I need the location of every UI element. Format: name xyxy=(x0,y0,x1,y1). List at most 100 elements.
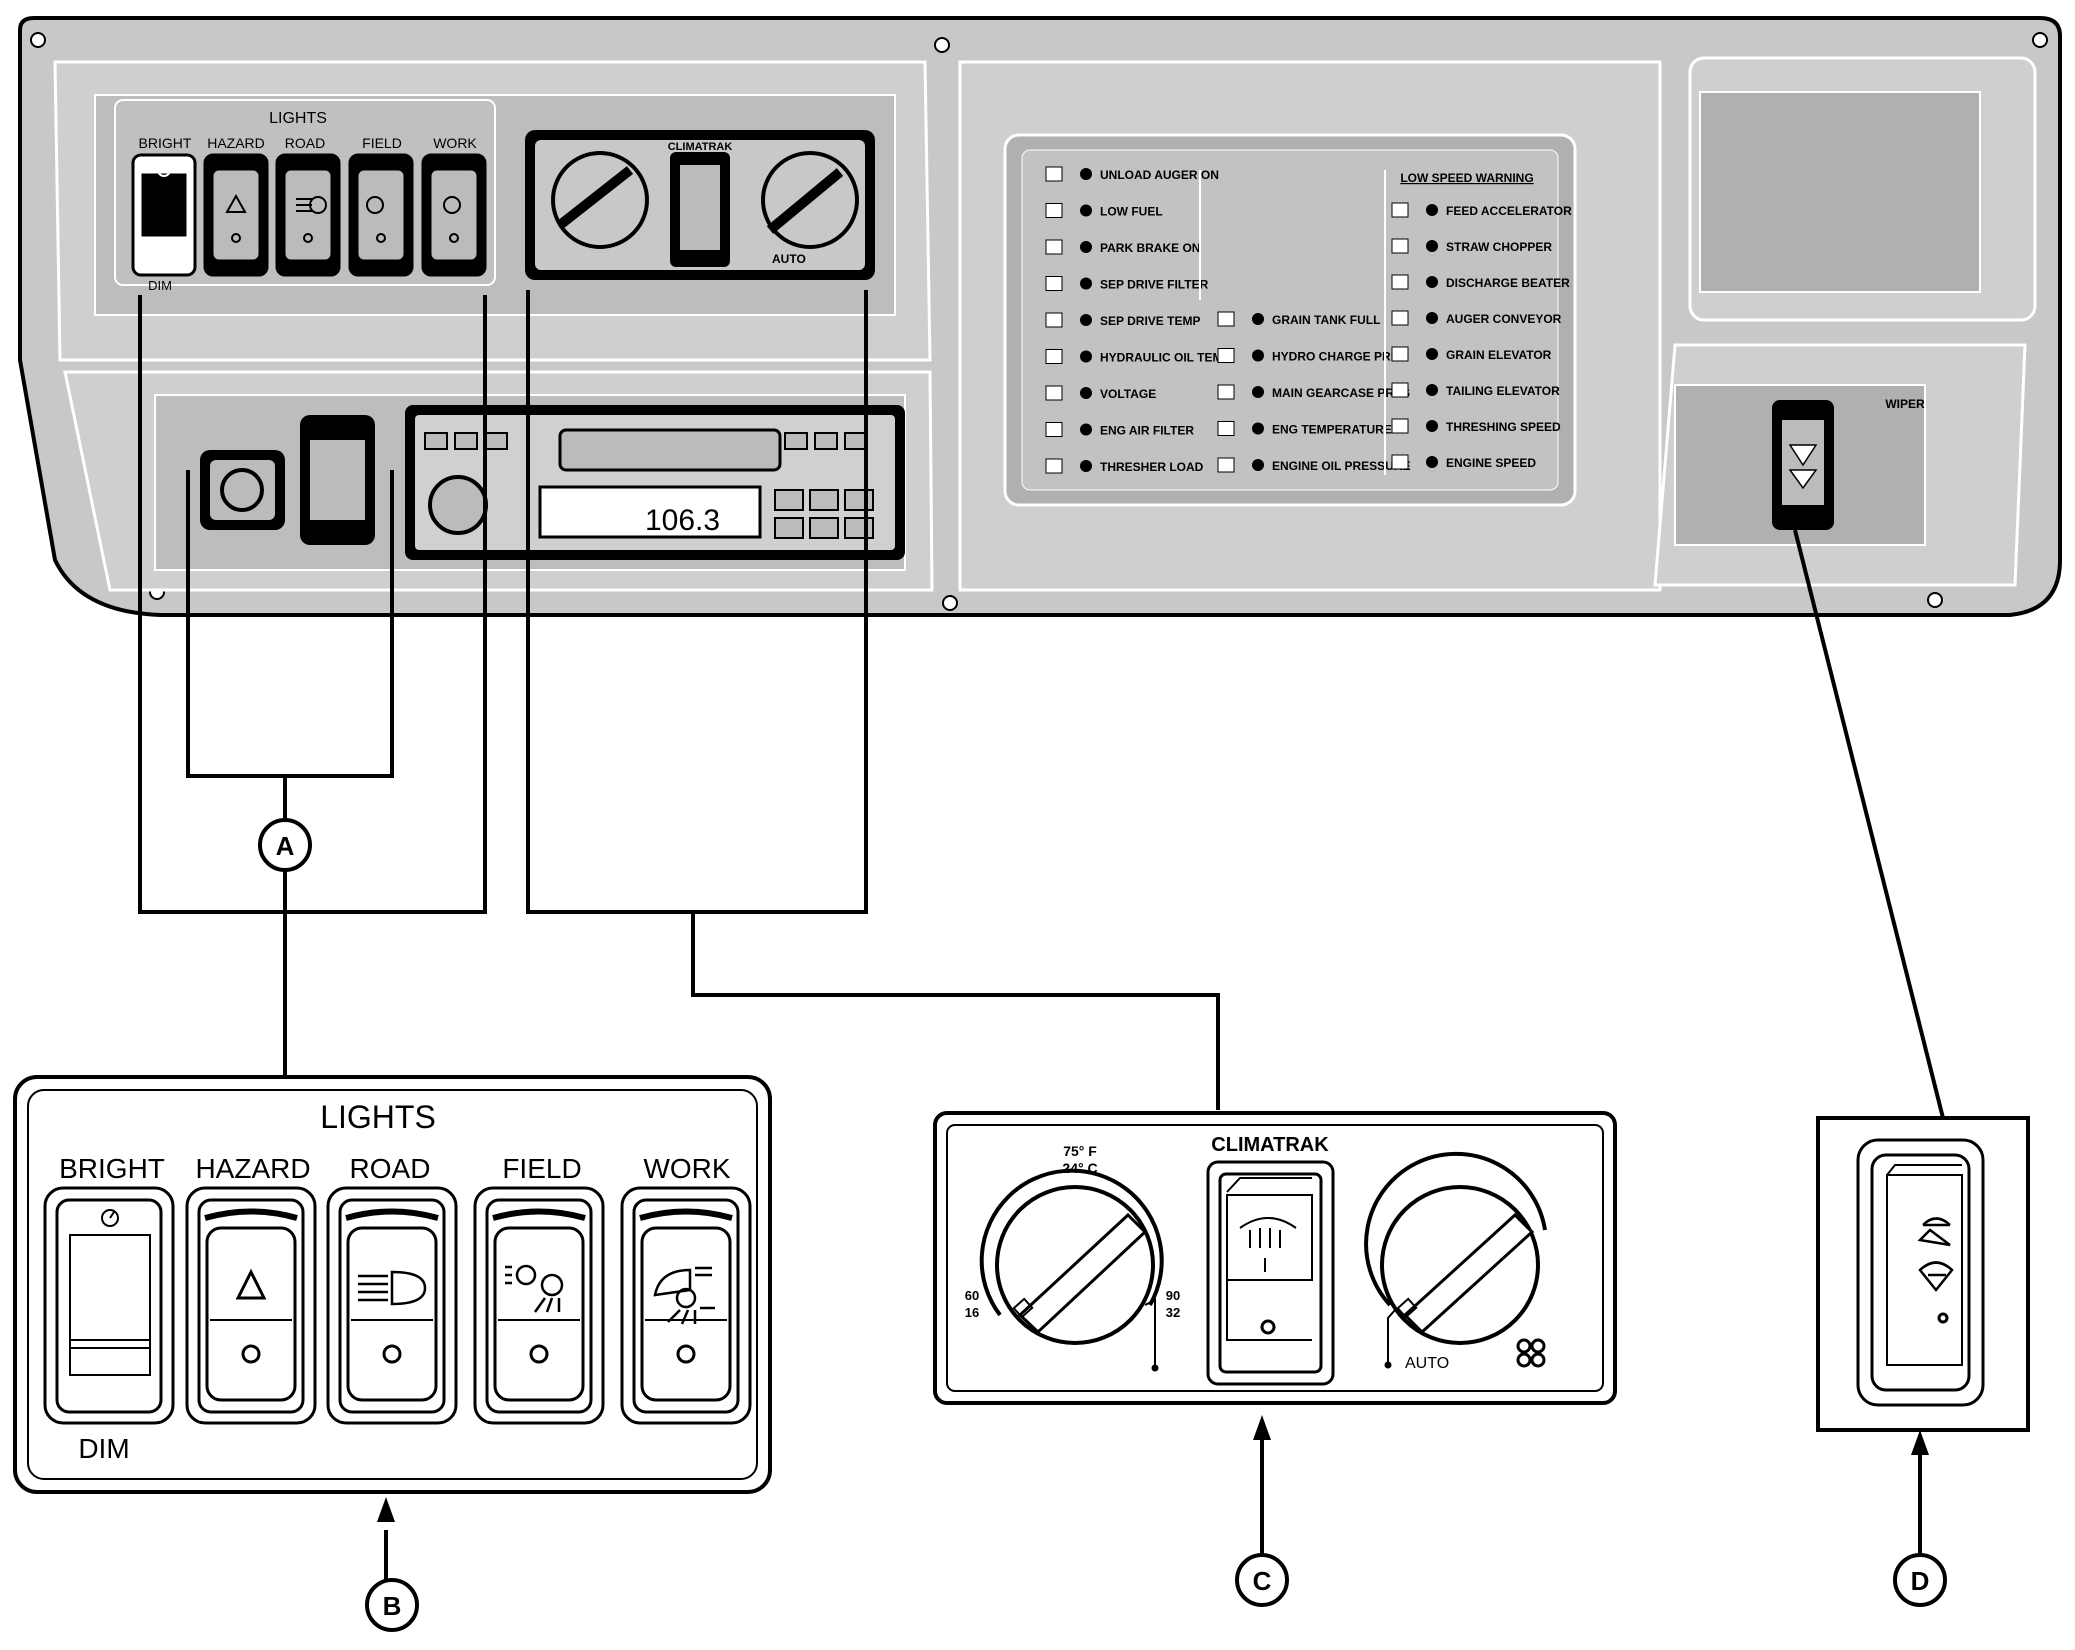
indicator-lamp xyxy=(1426,384,1438,396)
fan-speed-knob[interactable] xyxy=(1364,1151,1547,1369)
arrowheads xyxy=(377,1415,1929,1522)
indicator-symbol-icon xyxy=(1045,385,1063,401)
indicator-label: HYDRAULIC OIL TEMP xyxy=(1100,351,1230,365)
indicator-lamp xyxy=(1426,240,1438,252)
indicator-symbol-icon xyxy=(1391,454,1409,470)
indicator-label: DISCHARGE BEATER xyxy=(1446,276,1570,290)
headlight-icon xyxy=(358,1270,427,1306)
radio-frequency: 106.3 xyxy=(645,504,720,537)
indicator-lamp xyxy=(1252,313,1264,325)
indicator-label: SEP DRIVE TEMP xyxy=(1100,314,1200,328)
gauge-icon xyxy=(101,1209,119,1227)
svg-text:D: D xyxy=(1911,1566,1930,1596)
low-speed-header: LOW SPEED WARNING xyxy=(1400,171,1533,185)
indicator-symbol-icon xyxy=(1217,348,1235,363)
climatrak-detail-title: CLIMATRAK xyxy=(1211,1134,1329,1156)
indicator-lamp xyxy=(1426,312,1438,324)
bright-switch[interactable] xyxy=(43,1186,175,1425)
indicator-label: SEP DRIVE FILTER xyxy=(1100,278,1209,292)
top-temp-knob[interactable] xyxy=(551,151,649,249)
indicator-label: AUGER CONVEYOR xyxy=(1446,312,1562,326)
indicator-symbol-icon xyxy=(1217,421,1235,436)
lights-detail-work: WORK xyxy=(643,1153,730,1184)
indicator-label: MAIN GEARCASE PRES xyxy=(1272,386,1410,400)
auto-label: AUTO xyxy=(1405,1355,1449,1372)
indicator-symbol-icon xyxy=(1391,382,1409,398)
indicator-label: UNLOAD AUGER ON xyxy=(1100,168,1219,182)
field-switch[interactable] xyxy=(473,1186,605,1425)
lights-detail-field: FIELD xyxy=(502,1153,581,1184)
indicator-symbol-icon xyxy=(1391,418,1409,434)
triangle-icon xyxy=(235,1268,267,1300)
indicator-symbol-icon xyxy=(1045,239,1063,255)
indicator-symbol-icon xyxy=(1391,202,1409,218)
defrost-icon xyxy=(1239,1217,1297,1272)
road-switch[interactable] xyxy=(326,1186,458,1425)
lights-detail-dim: DIM xyxy=(78,1433,129,1464)
indicator-lamp xyxy=(1252,422,1264,435)
indicator-label: ENGINE OIL PRESSURE xyxy=(1272,459,1410,473)
indicator-lamp xyxy=(1426,204,1438,216)
indicator-symbol-icon xyxy=(1045,166,1063,182)
indicator-lamp xyxy=(1080,460,1092,472)
indicator-label: VOLTAGE xyxy=(1100,387,1156,401)
indicator-lamp xyxy=(1080,241,1092,253)
indicator-label: STRAW CHOPPER xyxy=(1446,240,1552,254)
indicator-symbol-icon xyxy=(1217,384,1235,400)
indicator-lamp xyxy=(1252,349,1264,362)
wiper-switch[interactable] xyxy=(1856,1138,1985,1407)
indicator-symbol-icon xyxy=(1391,238,1409,254)
indicator-label: HYDRO CHARGE PRES xyxy=(1272,350,1407,364)
indicator-lamp xyxy=(1252,459,1264,471)
top-work-light-icon xyxy=(443,196,461,214)
top-road-label: ROAD xyxy=(285,135,325,151)
svg-text:B: B xyxy=(383,1591,402,1621)
indicator-lamp xyxy=(1426,456,1438,468)
indicator-symbol-icon xyxy=(1391,310,1409,326)
temp-75f: 75° F xyxy=(1063,1143,1097,1159)
radio-volume-knob[interactable] xyxy=(428,475,488,535)
indicator-label: THRESHING SPEED xyxy=(1446,420,1561,434)
field-light-icon xyxy=(505,1264,564,1313)
indicator-lamp xyxy=(1080,314,1092,326)
indicator-symbol-icon xyxy=(1045,276,1063,291)
hazard-switch[interactable] xyxy=(185,1186,317,1425)
lights-detail-bright: BRIGHT xyxy=(59,1153,165,1184)
indicator-lamp xyxy=(1252,386,1264,398)
indicator-lamp xyxy=(1426,276,1438,288)
recirculation-switch[interactable] xyxy=(1206,1160,1335,1386)
lights-detail-panel: LIGHTS BRIGHT HAZARD ROAD FIELD WORK DIM xyxy=(13,1075,772,1494)
indicator-lamp xyxy=(1080,168,1092,180)
indicator-label: THRESHER LOAD xyxy=(1100,460,1204,474)
lights-detail-road: ROAD xyxy=(350,1153,431,1184)
indicator-lamp xyxy=(1426,420,1438,432)
indicator-symbol-icon xyxy=(1045,422,1063,437)
callout-b: B xyxy=(365,1578,419,1632)
work-switch[interactable] xyxy=(620,1186,752,1425)
top-wiper-label: WIPER xyxy=(1885,397,1925,411)
top-climatrak-panel: CLIMATRAK AUTO xyxy=(525,130,875,280)
indicator-label: ENG TEMPERATURE xyxy=(1272,423,1392,437)
top-hazard-label: HAZARD xyxy=(207,135,265,151)
indicator-lamp xyxy=(1080,277,1092,290)
callout-a: A xyxy=(258,818,312,872)
indicator-symbol-icon xyxy=(1391,346,1409,362)
wiper-icon xyxy=(1917,1217,1954,1293)
top-work-label: WORK xyxy=(433,135,477,151)
lights-detail-hazard: HAZARD xyxy=(195,1153,310,1184)
indicator-label: LOW FUEL xyxy=(1100,205,1163,219)
indicator-label: GRAIN TANK FULL xyxy=(1272,313,1380,327)
indicator-lamp xyxy=(1080,350,1092,363)
callout-d: D xyxy=(1893,1553,1947,1607)
callout-c: C xyxy=(1235,1553,1289,1607)
indicator-label: ENG AIR FILTER xyxy=(1100,424,1194,438)
indicator-label: FEED ACCELERATOR xyxy=(1446,204,1572,218)
indicator-lamp xyxy=(1426,348,1438,360)
top-field-label: FIELD xyxy=(362,135,402,151)
top-lights-title: LIGHTS xyxy=(269,110,327,127)
indicator-label: GRAIN ELEVATOR xyxy=(1446,348,1552,362)
top-triangle-icon xyxy=(225,193,247,213)
temperature-knob[interactable] xyxy=(979,1168,1164,1372)
indicator-lamp xyxy=(1080,423,1092,436)
